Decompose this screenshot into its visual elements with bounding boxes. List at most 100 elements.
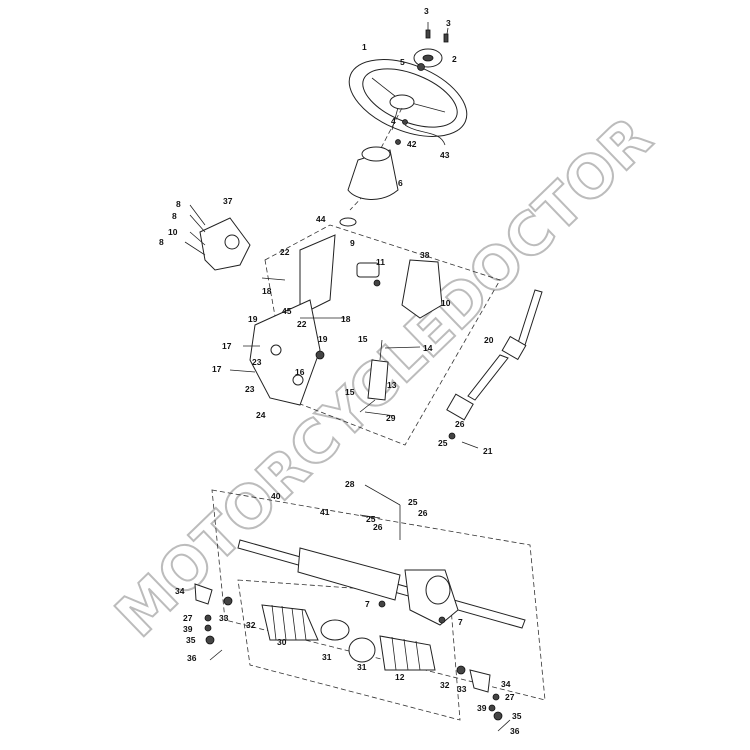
callout-8a: 8 bbox=[176, 199, 181, 209]
callout-8c: 8 bbox=[159, 237, 164, 247]
callout-25a: 25 bbox=[438, 438, 448, 448]
washer-27-left bbox=[204, 614, 212, 622]
column-shroud bbox=[347, 149, 399, 200]
wheel-hub bbox=[389, 94, 415, 110]
plate-hole-b bbox=[292, 374, 304, 386]
lower-shaft bbox=[467, 354, 509, 401]
intermediate-shaft-group bbox=[446, 289, 543, 449]
plate-nut bbox=[315, 350, 325, 360]
callout-labels: 1 2 3 3 4 5 6 42 43 44 37 8 8 10 8 9 22 … bbox=[159, 6, 522, 736]
callout-20: 20 bbox=[484, 335, 494, 345]
screw-b bbox=[443, 33, 449, 43]
snap-ring-44 bbox=[339, 217, 357, 227]
callout-26a: 26 bbox=[455, 419, 465, 429]
callout-25c: 25 bbox=[366, 514, 376, 524]
callout-37: 37 bbox=[223, 196, 233, 206]
rack-nut-7a bbox=[378, 600, 386, 608]
washer-39-left bbox=[204, 624, 212, 632]
callout-31a: 31 bbox=[322, 652, 332, 662]
callout-36b: 36 bbox=[510, 726, 520, 736]
callout-3b: 3 bbox=[446, 18, 451, 28]
callout-27a: 27 bbox=[183, 613, 193, 623]
rack-nut-7b bbox=[438, 616, 446, 624]
callout-40: 40 bbox=[271, 491, 281, 501]
horn-wire bbox=[404, 124, 446, 146]
nut-35-right bbox=[493, 711, 503, 721]
boot-group-outline bbox=[237, 579, 461, 721]
callout-8b: 8 bbox=[172, 211, 177, 221]
callout-13: 13 bbox=[387, 380, 397, 390]
upper-shaft bbox=[517, 289, 543, 346]
callout-43: 43 bbox=[440, 150, 450, 160]
column-bracket-group bbox=[184, 204, 501, 446]
screw-a bbox=[425, 29, 431, 39]
damper-rods bbox=[359, 339, 396, 417]
callout-32a: 32 bbox=[246, 620, 256, 630]
bolt-28 bbox=[364, 484, 401, 506]
callout-14: 14 bbox=[423, 343, 433, 353]
callout-38: 38 bbox=[420, 250, 430, 260]
callout-17a: 17 bbox=[222, 341, 232, 351]
cover-38 bbox=[401, 259, 443, 319]
callout-44: 44 bbox=[316, 214, 326, 224]
callout-22a: 22 bbox=[280, 247, 290, 257]
callout-19a: 19 bbox=[248, 314, 258, 324]
callout-32b: 32 bbox=[440, 680, 450, 690]
callout-11: 11 bbox=[376, 257, 385, 267]
callout-27b: 27 bbox=[505, 692, 515, 702]
column-group-outline bbox=[264, 224, 501, 446]
callout-4: 4 bbox=[391, 116, 396, 126]
mount-bolts bbox=[359, 505, 401, 540]
callout-31b: 31 bbox=[357, 662, 367, 672]
boot-right-folds bbox=[391, 636, 421, 671]
part-4 bbox=[402, 119, 408, 125]
ignition-switch bbox=[356, 262, 380, 278]
callout-23a: 23 bbox=[252, 357, 262, 367]
callout-35b: 35 bbox=[512, 711, 522, 721]
callout-45: 45 bbox=[282, 306, 292, 316]
plate-hole-a bbox=[270, 344, 282, 356]
callout-12: 12 bbox=[395, 672, 405, 682]
callout-33a: 33 bbox=[219, 613, 229, 623]
washer-39-right bbox=[488, 704, 496, 712]
shroud-top bbox=[361, 146, 391, 162]
callout-34b: 34 bbox=[501, 679, 511, 689]
damper-13 bbox=[367, 359, 389, 401]
rack-group-outline bbox=[211, 489, 546, 701]
u-joint-lower bbox=[446, 393, 474, 421]
horn-button bbox=[422, 54, 434, 62]
callout-18b: 18 bbox=[341, 314, 351, 324]
callout-9: 9 bbox=[350, 238, 355, 248]
bolt-14 bbox=[384, 346, 421, 349]
callout-10a: 10 bbox=[168, 227, 178, 237]
callout-15b: 15 bbox=[345, 387, 355, 397]
wheel-nut bbox=[417, 63, 425, 71]
jam-nut-left bbox=[223, 596, 233, 606]
bracket-bolts bbox=[229, 277, 345, 373]
clamp-left bbox=[320, 619, 350, 641]
shaft-nut bbox=[448, 432, 456, 440]
callout-26b: 26 bbox=[418, 508, 428, 518]
pinion-flange bbox=[425, 575, 451, 605]
rack-housing bbox=[297, 547, 401, 601]
u-joint-upper bbox=[501, 335, 527, 361]
boot-right bbox=[379, 635, 436, 671]
pinch-bolt bbox=[461, 441, 479, 449]
callout-7a: 7 bbox=[365, 599, 370, 609]
callout-19b: 19 bbox=[318, 334, 328, 344]
boot-left bbox=[261, 604, 319, 641]
cotter-pin-left bbox=[209, 649, 223, 661]
callout-16: 16 bbox=[295, 367, 305, 377]
nut-35-left bbox=[205, 635, 215, 645]
callout-5: 5 bbox=[400, 57, 405, 67]
bracket-37-bolt-lines bbox=[184, 204, 206, 256]
callout-21: 21 bbox=[483, 446, 493, 456]
callout-35a: 35 bbox=[186, 635, 196, 645]
boot-left-folds bbox=[271, 604, 307, 641]
callout-26c: 26 bbox=[373, 522, 383, 532]
switch-key bbox=[373, 279, 381, 287]
column-tube bbox=[299, 234, 336, 316]
callout-22b: 22 bbox=[297, 319, 307, 329]
